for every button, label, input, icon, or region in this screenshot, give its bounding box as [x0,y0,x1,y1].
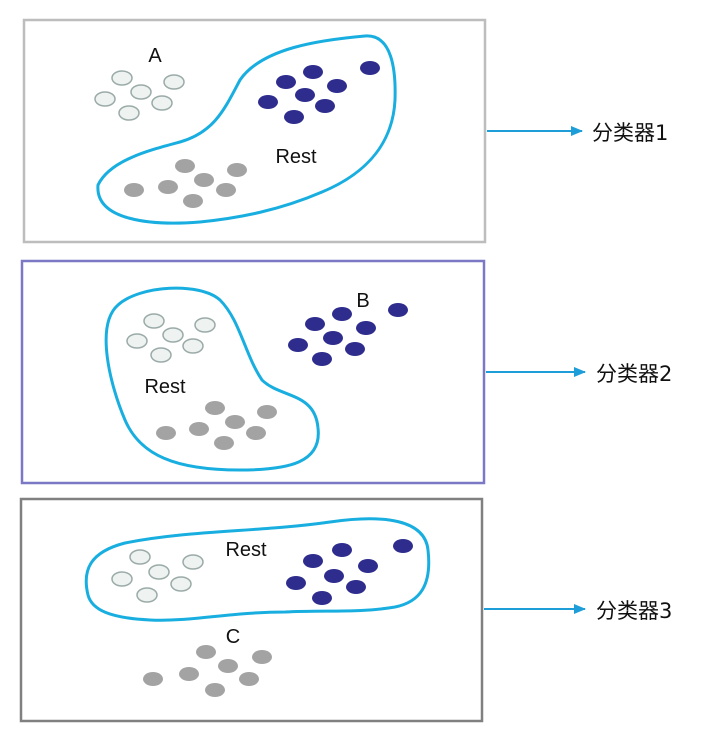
blue-dot [312,591,332,605]
light-dot [136,587,158,603]
blue-dot [358,559,378,573]
light-dot [111,70,133,86]
light-dot [194,317,216,333]
blue-dots-1 [258,61,380,124]
gray-dot [189,422,209,436]
light-dot [143,313,165,329]
gray-dot [239,672,259,686]
blue-dot [305,317,325,331]
gray-dot [252,650,272,664]
light-dot [118,105,140,121]
light-dot [182,554,204,570]
light-dot [130,84,152,100]
classifier-3-label: 分类器3 [596,599,672,623]
rest-outline-1 [96,34,397,225]
blue-dot [327,79,347,93]
gray-dot [175,159,195,173]
gray-dot [183,194,203,208]
blue-dots-3 [286,539,413,605]
gray-dot [257,405,277,419]
class-label-a: A [148,45,162,67]
blue-dot [312,352,332,366]
blue-dot [276,75,296,89]
gray-dot [179,667,199,681]
rest-outline-2 [104,286,320,472]
gray-dot [156,426,176,440]
blue-dot [288,338,308,352]
light-dot [151,95,173,111]
classifier-2-label: 分类器2 [596,362,672,386]
blue-dot [295,88,315,102]
gray-dot [214,436,234,450]
blue-dot [332,307,352,321]
gray-dot [205,683,225,697]
light-dots-2 [126,313,216,363]
light-dot [94,91,116,107]
blue-dot [286,576,306,590]
rest-label-3: Rest [225,539,267,561]
rest-label-2: Rest [144,376,186,398]
blue-dot [324,569,344,583]
blue-dot [360,61,380,75]
gray-dot [246,426,266,440]
blue-dot [345,342,365,356]
gray-dot [218,659,238,673]
light-dot [111,571,133,587]
gray-dot [124,183,144,197]
panel-2: B Rest 分类器2 [20,259,672,485]
gray-dot [143,672,163,686]
gray-dots-1 [124,159,247,208]
blue-dot [303,554,323,568]
blue-dot [393,539,413,553]
rest-label-1: Rest [275,146,317,168]
light-dot [150,347,172,363]
panel-1: A Rest 分类器1 [22,18,668,244]
blue-dot [346,580,366,594]
light-dots-1 [94,70,185,121]
gray-dot [205,401,225,415]
gray-dot [225,415,245,429]
class-label-b: B [356,290,369,312]
gray-dot [158,180,178,194]
panel-3: C Rest 分类器3 [19,497,672,723]
rest-outline-3 [84,517,431,622]
blue-dot [258,95,278,109]
blue-dot [356,321,376,335]
gray-dot [227,163,247,177]
light-dot [163,74,185,90]
blue-dot [323,331,343,345]
gray-dot [194,173,214,187]
blue-dot [388,303,408,317]
light-dot [170,576,192,592]
light-dot [129,549,151,565]
blue-dot [303,65,323,79]
gray-dot [216,183,236,197]
light-dot [182,338,204,354]
gray-dots-2 [156,401,277,450]
light-dot [126,333,148,349]
light-dot [148,564,170,580]
blue-dot [315,99,335,113]
blue-dot [284,110,304,124]
blue-dots-2 [288,303,408,366]
light-dot [162,327,184,343]
panel-2-frame [20,259,486,485]
blue-dot [332,543,352,557]
gray-dots-3 [143,645,272,697]
panel-3-frame [19,497,484,723]
class-label-c: C [226,626,240,648]
classifier-1-label: 分类器1 [592,121,668,145]
light-dots-3 [111,549,204,603]
gray-dot [196,645,216,659]
panel-1-frame [22,18,487,244]
